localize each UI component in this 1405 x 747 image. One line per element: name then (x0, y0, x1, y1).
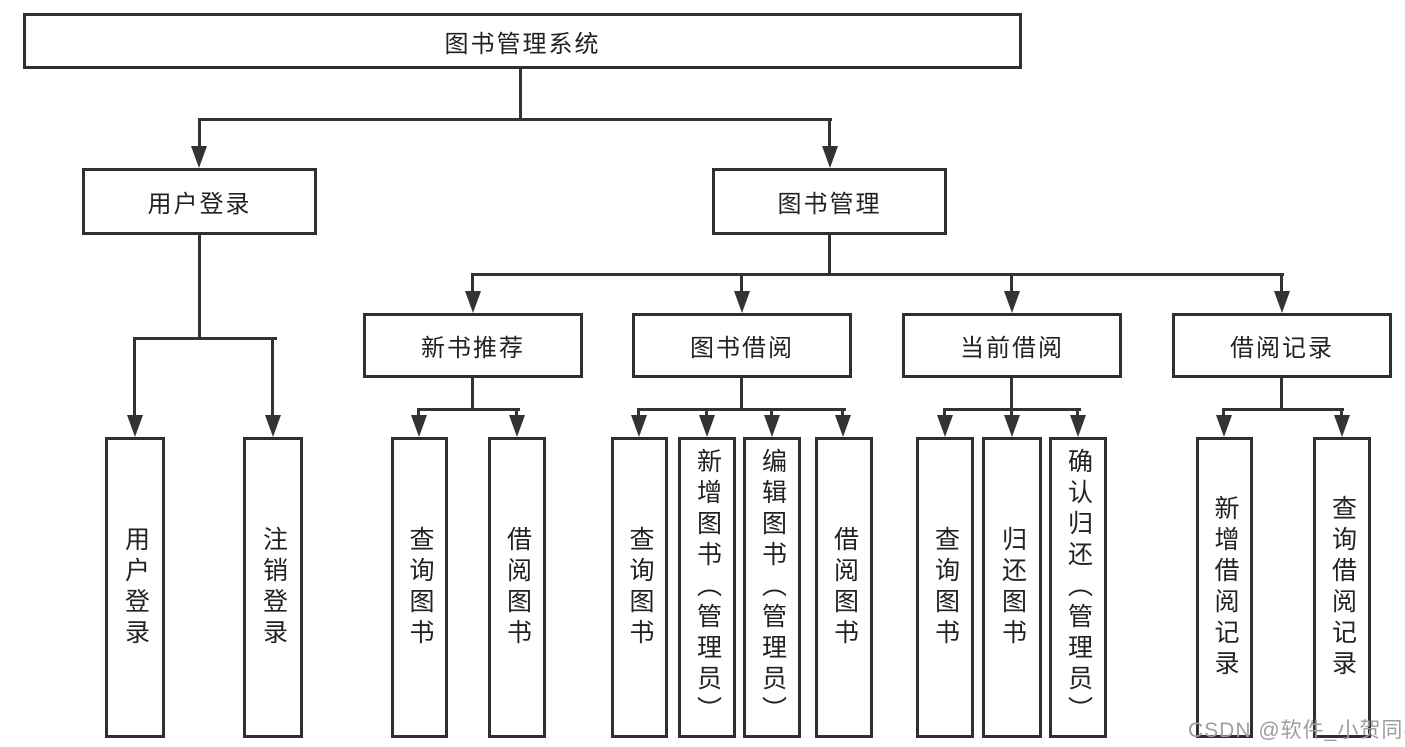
arrowhead-down-icon (734, 291, 750, 313)
node-label: 新增借阅记录 (1211, 494, 1239, 681)
arrowhead-down-icon (465, 291, 481, 313)
node-label: 新增图书（管理员） (693, 448, 722, 727)
node-label: 用户登录 (147, 191, 252, 218)
node-label: 编辑图书（管理员） (758, 448, 787, 727)
node-label: 查询图书 (626, 525, 654, 650)
node-label: 查询图书 (931, 525, 960, 650)
connector-line (1010, 408, 1013, 415)
node-label: 新书推荐 (421, 335, 525, 362)
leaf-query-books-recommend: 查询图书 (391, 437, 448, 738)
leaf-borrow-books: 借阅图书 (815, 437, 873, 738)
node-current-borrowing: 当前借阅 (902, 313, 1122, 378)
arrowhead-down-icon (1334, 415, 1350, 437)
connector-line (471, 378, 474, 408)
node-label: 图书管理 (777, 191, 882, 218)
connector-line (1076, 408, 1079, 415)
node-user-login: 用户登录 (82, 168, 317, 235)
connector-line (1010, 378, 1013, 408)
node-book-borrowing: 图书借阅 (632, 313, 852, 378)
arrowhead-down-icon (822, 146, 838, 168)
node-new-book-recommend: 新书推荐 (363, 313, 583, 378)
arrowhead-down-icon (1274, 291, 1290, 313)
node-label: 图书管理系统 (444, 30, 601, 58)
node-label: 查询借阅记录 (1328, 494, 1357, 681)
connector-line (637, 408, 846, 411)
connector-line (133, 337, 277, 340)
leaf-user-login: 用户登录 (105, 437, 165, 738)
connector-line (198, 118, 201, 146)
connector-line (519, 69, 522, 118)
connector-line (841, 408, 844, 415)
node-label: 归还图书 (998, 525, 1027, 650)
connector-line (1280, 273, 1283, 291)
arrowhead-down-icon (937, 415, 953, 437)
leaf-edit-book-admin: 编辑图书（管理员） (743, 437, 801, 738)
node-borrowing-records: 借阅记录 (1172, 313, 1392, 378)
arrowhead-down-icon (191, 146, 207, 168)
connector-line (1340, 408, 1343, 415)
arrowhead-down-icon (509, 415, 525, 437)
connector-line (1010, 273, 1013, 291)
arrowhead-down-icon (835, 415, 851, 437)
connector-line (417, 408, 520, 411)
node-label: 借阅图书 (503, 525, 532, 650)
node-book-management: 图书管理 (712, 168, 947, 235)
arrowhead-down-icon (1216, 415, 1232, 437)
csdn-watermark: CSDN @软件_小贺同学 (1188, 719, 1405, 742)
connector-line (198, 235, 201, 337)
arrowhead-down-icon (699, 415, 715, 437)
leaf-return-book: 归还图书 (982, 437, 1042, 738)
node-label: 注销登录 (259, 525, 288, 650)
arrowhead-down-icon (265, 415, 281, 437)
connector-line (515, 408, 518, 415)
node-label: 查询图书 (406, 525, 434, 650)
connector-line (740, 273, 743, 291)
connector-line (637, 408, 640, 415)
arrowhead-down-icon (1070, 415, 1086, 437)
arrowhead-down-icon (631, 415, 647, 437)
connector-line (1222, 408, 1225, 415)
connector-line (1280, 378, 1283, 408)
connector-line (943, 408, 946, 415)
connector-line (471, 273, 1284, 276)
leaf-add-book-admin: 新增图书（管理员） (678, 437, 736, 738)
node-label: 用户登录 (121, 525, 150, 650)
arrowhead-down-icon (127, 415, 143, 437)
connector-line (828, 235, 831, 273)
connector-line (417, 408, 420, 415)
leaf-logout-login: 注销登录 (243, 437, 303, 738)
node-label: 借阅图书 (830, 525, 859, 650)
arrowhead-down-icon (1004, 291, 1020, 313)
leaf-query-books-current: 查询图书 (916, 437, 974, 738)
leaf-query-books-borrowing: 查询图书 (611, 437, 668, 738)
leaf-query-borrow-record: 查询借阅记录 (1313, 437, 1371, 738)
arrowhead-down-icon (764, 415, 780, 437)
connector-line (770, 408, 773, 415)
arrowhead-down-icon (411, 415, 427, 437)
node-label: 图书借阅 (690, 335, 794, 362)
connector-line (133, 337, 136, 415)
leaf-borrow-books-recommend: 借阅图书 (488, 437, 546, 738)
connector-line (271, 337, 274, 415)
connector-line (705, 408, 708, 415)
node-label: 当前借阅 (960, 335, 1064, 362)
node-label: 借阅记录 (1230, 335, 1334, 362)
leaf-confirm-return-admin: 确认归还（管理员） (1049, 437, 1107, 738)
node-label: 确认归还（管理员） (1064, 448, 1093, 727)
connector-line (828, 118, 831, 146)
connector-line (1222, 408, 1344, 411)
connector-line (471, 273, 474, 291)
connector-line (740, 378, 743, 408)
leaf-add-borrow-record: 新增借阅记录 (1196, 437, 1253, 738)
connector-line (198, 118, 832, 121)
arrowhead-down-icon (1004, 415, 1020, 437)
node-library-management-system: 图书管理系统 (23, 13, 1022, 69)
